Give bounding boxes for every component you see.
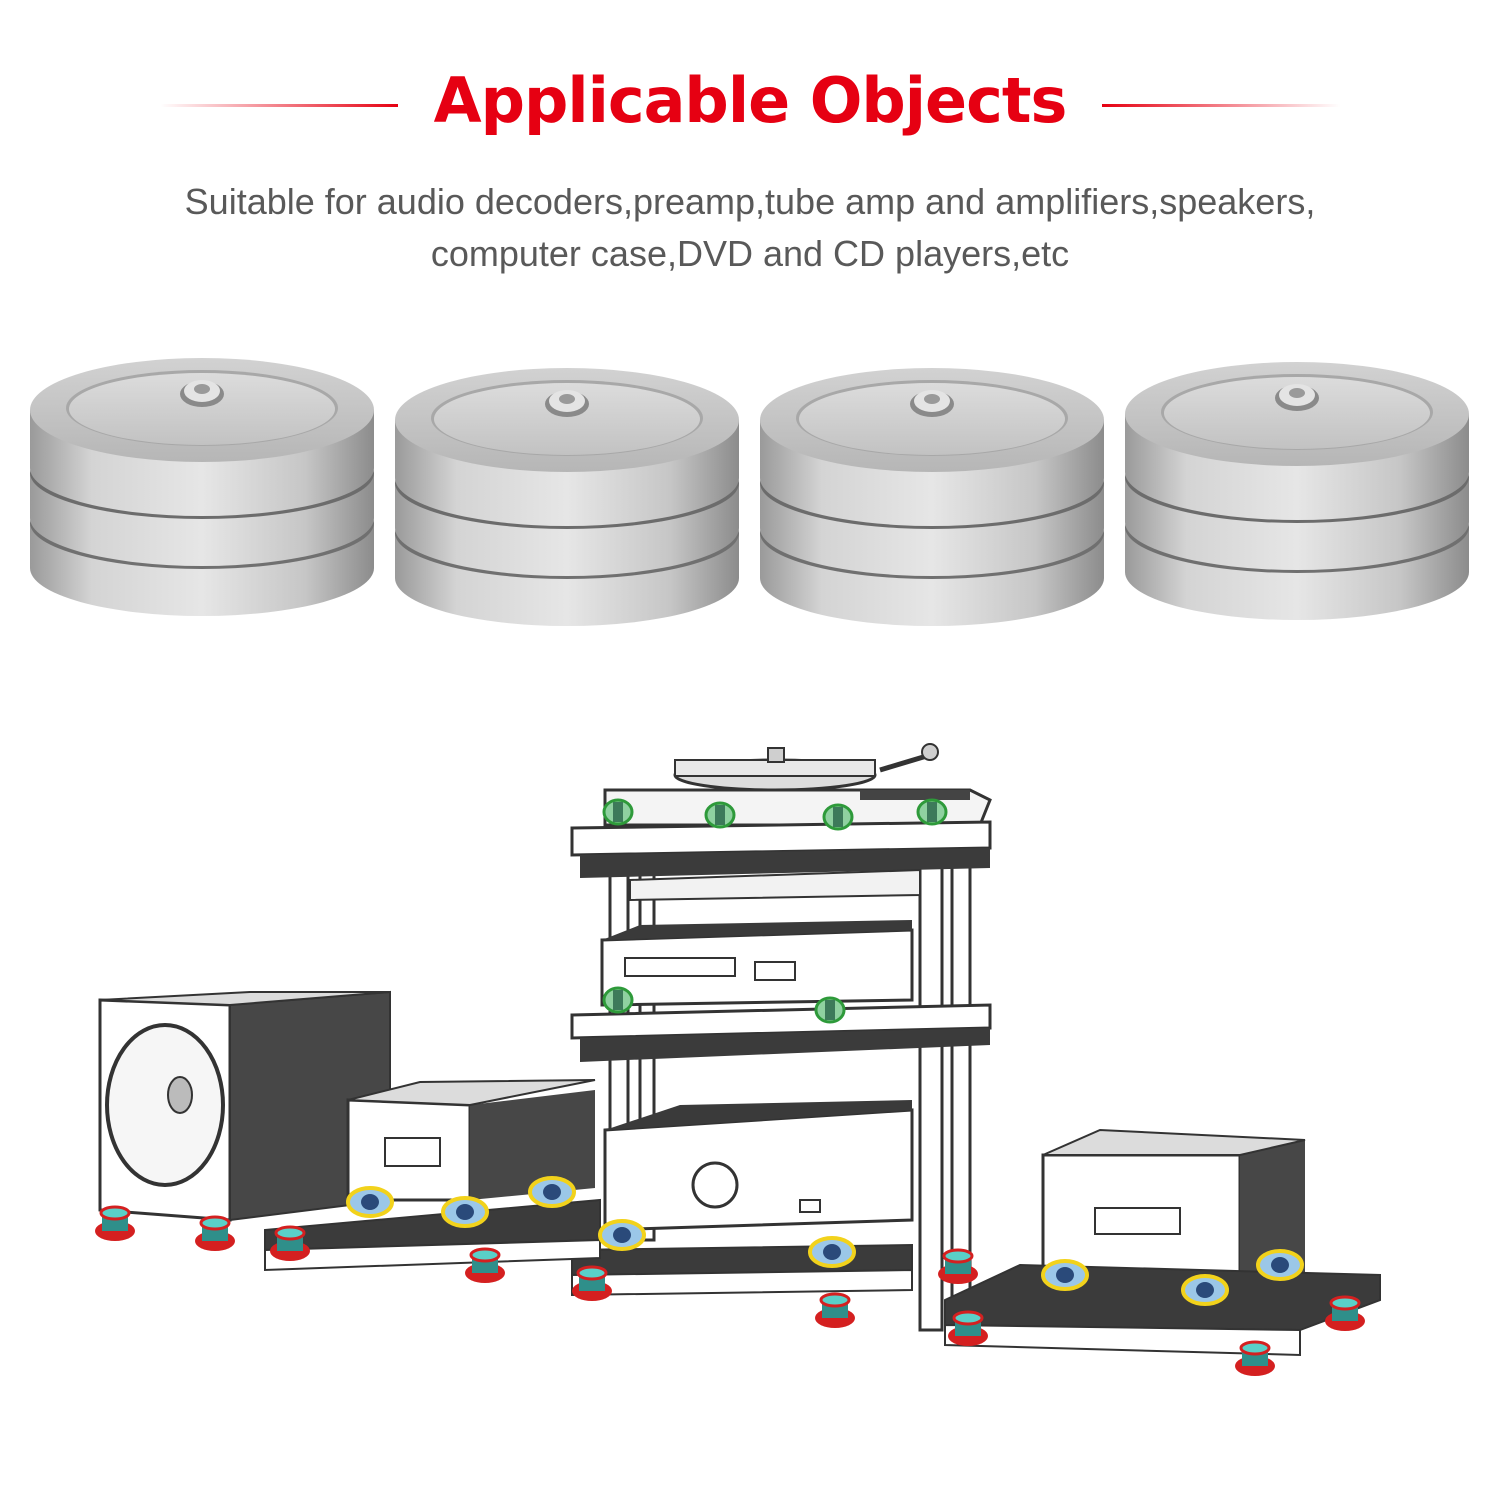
subtitle-line-2: computer case,DVD and CD players,etc	[430, 233, 1070, 274]
header: Applicable Objects	[0, 58, 1500, 148]
subtitle-line-1: Suitable for audio decoders,preamp,tube …	[184, 181, 1316, 222]
cd-player	[600, 920, 914, 1007]
title-right-rule	[1102, 104, 1340, 107]
product-pucks	[30, 358, 1469, 626]
tube-amp	[1041, 1128, 1306, 1287]
amplifier	[603, 1100, 914, 1232]
turntable	[603, 743, 992, 827]
power-amp	[346, 1079, 596, 1202]
page-title: Applicable Objects	[433, 64, 1068, 137]
title-left-rule	[160, 104, 398, 107]
hifi-rack-illustration	[93, 743, 1381, 1378]
